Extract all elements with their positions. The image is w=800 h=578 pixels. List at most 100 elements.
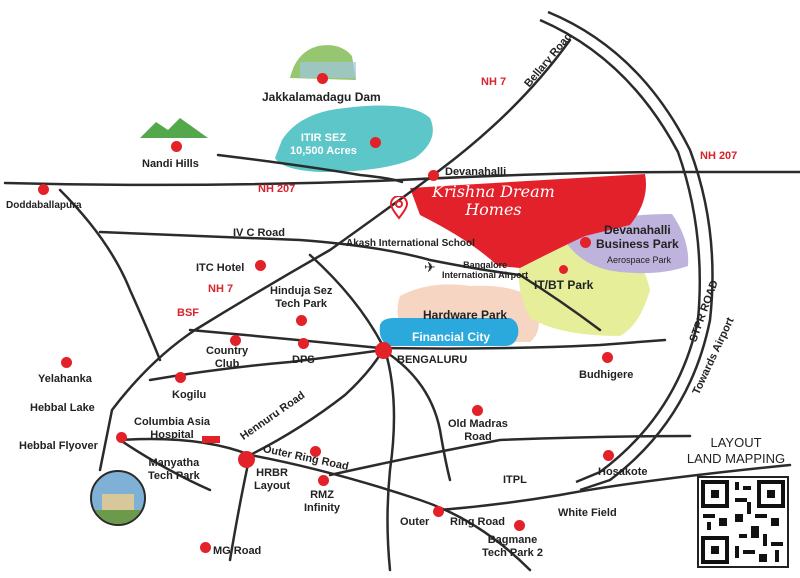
east-road — [518, 273, 602, 332]
legend-line2: LAND MAPPING — [686, 451, 786, 467]
airport-line2: International Airport — [442, 270, 529, 281]
stpr-road-outer — [547, 10, 714, 492]
dps-pin — [298, 338, 309, 349]
itc-hotel-label: ITC Hotel — [196, 262, 245, 274]
itir-line2: 10,500 Acres — [290, 144, 357, 157]
jakkalamadagu-pin — [317, 73, 328, 84]
kogilu-pin — [175, 372, 186, 383]
outer-ring-road-pin — [433, 506, 444, 517]
outer-ring-pin — [310, 446, 321, 457]
nh7-label: NH 7 — [481, 76, 507, 88]
qr-code-icon[interactable] — [697, 476, 789, 568]
hosakote-label: Hosakote — [598, 466, 648, 478]
hinduja-pin — [296, 315, 307, 326]
yelahanka-pin — [61, 357, 72, 368]
doddaballapura-label: Doddaballapura — [6, 200, 82, 211]
dev-bp-line2: Business Park — [596, 236, 679, 251]
doddaballapura-pin — [38, 184, 49, 195]
budhigere-pin — [602, 352, 613, 363]
manyatha-road — [118, 438, 212, 492]
bagmane-line2: Tech Park 2 — [482, 546, 543, 559]
columbia-line2: Hospital — [150, 428, 194, 441]
country-club-label: Country Club — [206, 345, 248, 370]
doddaballapura-road — [58, 188, 162, 362]
airport-label: Bangalore International Airport — [442, 260, 528, 281]
manyatha-label: Manyatha Tech Park — [148, 457, 200, 482]
itc-hotel-pin — [255, 260, 266, 271]
hrbr-line1: HRBR — [256, 467, 288, 479]
hardware-label: Hardware Park — [423, 308, 508, 322]
itpl-label: ITPL — [503, 474, 527, 486]
project-name-line1: Krishna Dream — [432, 182, 555, 201]
columbia-label: Columbia Asia Hospital — [134, 416, 210, 441]
financial-city-zone — [379, 318, 519, 346]
bengaluru-pin — [375, 342, 392, 359]
location-marker-icon — [390, 196, 408, 220]
jakkalamadagu-label: Jakkalamadagu Dam — [262, 90, 381, 104]
hennur-road — [118, 348, 385, 457]
devanahalli-label: Devanahalli — [445, 166, 507, 178]
hinduja-line1: Hinduja Sez — [270, 285, 333, 297]
itir-sez-zone — [275, 105, 433, 172]
country-club-pin — [230, 335, 241, 346]
ivc-road — [98, 230, 522, 277]
country-line2: Club — [214, 357, 240, 370]
rmz-pin — [318, 475, 329, 486]
dps-label: DPS — [292, 354, 315, 366]
financial-label: Financial City — [412, 330, 491, 344]
nh7-mid-label: NH 7 — [208, 283, 234, 295]
old-madras-pin — [472, 405, 483, 416]
airport-line1: Bangalore — [463, 260, 508, 270]
bsf-label: BSF — [177, 307, 199, 319]
itpl-road — [328, 434, 692, 477]
dev-bp-label: Devanahalli Business Park — [596, 223, 679, 252]
ivc-road-label: IV C Road — [233, 227, 285, 239]
nh7-bellary-road — [98, 38, 572, 472]
nandi-hills-label: Nandi Hills — [142, 158, 199, 170]
bagmane-line1: Bagmane — [487, 534, 538, 546]
project-label: Krishna Dream Homes — [432, 182, 555, 220]
legend-title: LAYOUT LAND MAPPING — [676, 435, 796, 468]
itir-line1: ITIR SEZ — [300, 132, 347, 144]
whitefield-road — [438, 463, 792, 512]
hebbal-flyover-label: Hebbal Flyover — [19, 440, 98, 452]
budhigere-label: Budhigere — [579, 369, 634, 381]
columbia-line1: Columbia Asia — [134, 416, 210, 428]
columbia-marker — [202, 436, 220, 443]
hennur-junction-pin — [238, 451, 255, 468]
hosakote-pin — [603, 450, 614, 461]
outer-ring-road — [248, 453, 532, 572]
hebbal-flyover-image — [90, 470, 146, 526]
country-line1: Country — [206, 345, 249, 357]
aerospace-label: Aerospace Park — [607, 255, 672, 265]
nandi-hills-art — [140, 118, 208, 138]
rmz-line1: RMZ — [310, 489, 334, 501]
white-field-label: White Field — [558, 507, 617, 519]
manyatha-line2: Tech Park — [148, 469, 200, 482]
project-name-line2: Homes — [465, 200, 522, 220]
hebbal-flyover-pin — [116, 432, 127, 443]
hrbr-label: HRBR Layout — [254, 467, 290, 492]
akash-label: Akash International School — [346, 238, 475, 249]
mg-road-label: MG Road — [213, 545, 262, 557]
stpr-road-inner — [539, 18, 702, 484]
ring-road-label: Ring Road — [450, 516, 505, 528]
bsf-road — [188, 328, 667, 350]
hebbal-lake-label: Hebbal Lake — [30, 402, 95, 414]
old-madras-line1: Old Madras — [448, 418, 508, 430]
old-madras-line2: Road — [464, 430, 492, 443]
kogilu-road — [148, 348, 385, 382]
yelahanka-label: Yelahanka — [38, 373, 92, 385]
itir-sez-pin — [370, 137, 381, 148]
dev-bp-line1: Devanahalli — [604, 223, 671, 237]
devanahalli-road — [216, 153, 404, 184]
devanahalli-pin — [428, 170, 439, 181]
hinduja-label: Hinduja Sez Tech Park — [270, 285, 332, 310]
bagmane-label: Bagmane Tech Park 2 — [482, 534, 543, 559]
itbt-label: IT/BT Park — [534, 278, 594, 292]
itir-sez-label: ITIR SEZ 10,500 Acres — [290, 132, 357, 157]
legend-line1: LAYOUT — [710, 435, 762, 450]
rmz-line2: Infinity — [304, 501, 341, 514]
nh207-right-label: NH 207 — [700, 150, 738, 162]
hinduja-line2: Tech Park — [275, 297, 328, 310]
